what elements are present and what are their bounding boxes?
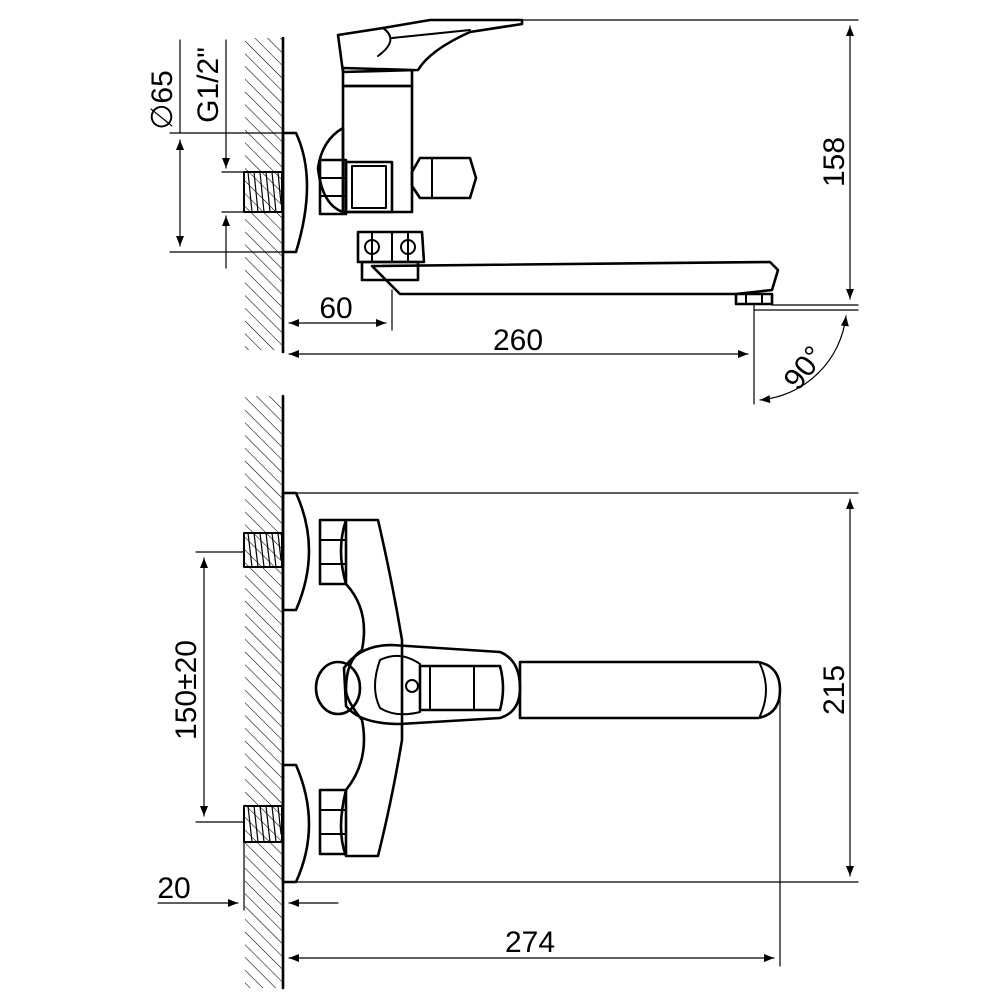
wall-hatch-side [245, 38, 282, 350]
dim-inlet-spacing: 150±20 [170, 551, 245, 823]
mixer-body-top [339, 518, 404, 858]
dim-inlet-spacing-label: 150±20 [170, 640, 203, 740]
dim-thread-size-label: G1/2" [192, 47, 225, 123]
dim-outlet-height: 158 [521, 19, 859, 306]
aerator-side [734, 292, 774, 306]
dim-wall-offset-label: 20 [157, 872, 190, 905]
mixer-body-side [316, 18, 524, 282]
dim-thread-size: G1/2" [192, 39, 245, 269]
dim-outlet-height-label: 158 [818, 137, 851, 187]
dim-spout-length-side: 260 [288, 304, 755, 405]
dim-spout-angle-label: 90° [778, 340, 832, 396]
cartridge-cap-top [314, 660, 362, 716]
dim-total-height-label: 215 [818, 665, 851, 715]
dim-spout-length-top: 274 [288, 689, 781, 967]
dim-spout-angle: 90° [753, 309, 859, 404]
handle-lever-top [342, 643, 522, 726]
wall-flange-lower [281, 763, 311, 884]
dim-spout-length-top-label: 274 [505, 926, 555, 959]
spout-top [518, 660, 782, 720]
dim-spout-length-side-label: 260 [493, 324, 543, 357]
dim-flange-diameter: ∅65 [146, 39, 284, 253]
dim-total-height: 215 [295, 492, 859, 883]
dim-wall-to-outlet-label: 60 [319, 292, 352, 325]
spout-side [370, 260, 780, 296]
dim-flange-diameter-label: ∅65 [146, 70, 179, 130]
wall-hatch-top [245, 396, 282, 988]
side-view: ∅65 G1/2" 158 60 260 [146, 18, 859, 405]
dim-wall-to-outlet: 60 [288, 289, 393, 331]
wall-flange-upper [281, 491, 311, 612]
top-view: 150±20 215 20 274 [157, 394, 859, 990]
wall-flange-side [281, 131, 309, 254]
dim-wall-offset: 20 [157, 841, 339, 911]
